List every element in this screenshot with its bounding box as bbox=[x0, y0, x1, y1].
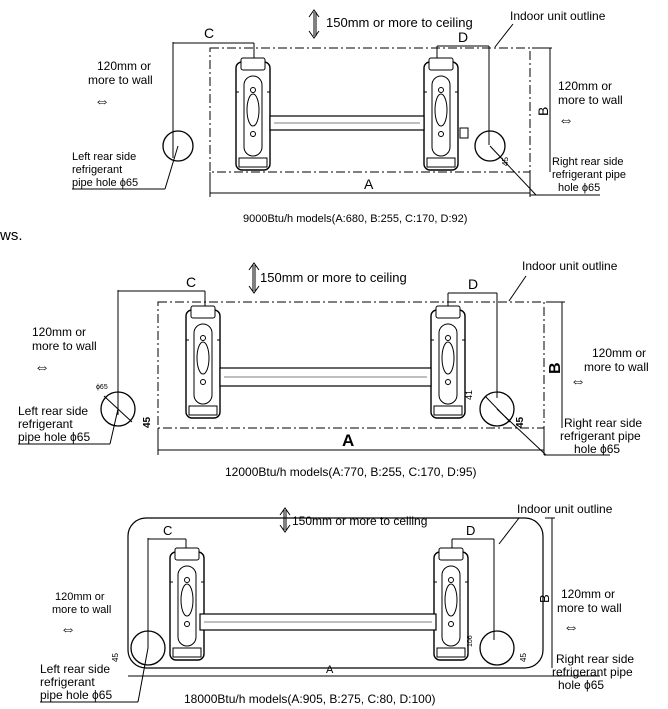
ceiling-arrow-icon bbox=[308, 9, 320, 39]
diagram-12000: 150mm or more to ceiling Indoor unit out… bbox=[18, 259, 649, 479]
ceiling-label: 150mm or more to ceiling bbox=[326, 15, 473, 30]
ceiling-arrow-icon bbox=[248, 262, 260, 294]
caption-9000: 9000Btu/h models(A:680, B:255, C:170, D:… bbox=[243, 213, 467, 225]
ceiling-label: 150mm or more to ceiling bbox=[292, 514, 427, 528]
diagram-18000: 150mm or more to ceiling Indoor unit out… bbox=[40, 502, 634, 706]
dim-45-right-label: 45 bbox=[515, 416, 526, 428]
right-pipe-hole bbox=[479, 391, 515, 427]
dimension-c-label: C bbox=[186, 274, 196, 290]
outline-label: Indoor unit outline bbox=[522, 259, 618, 273]
diagram-9000: 150mm or more to ceiling Indoor unit out… bbox=[72, 9, 626, 225]
dimension-a-label: A bbox=[342, 431, 354, 450]
left-hole-line3: pipe hole ϕ65 bbox=[40, 688, 112, 702]
dim-45-right-label: 45 bbox=[519, 653, 528, 662]
wall-right-line2: more to wall bbox=[558, 93, 623, 107]
wall-left-line2: more to wall bbox=[52, 604, 111, 616]
dimension-b-label: B bbox=[535, 107, 551, 116]
indoor-unit-outline-box bbox=[127, 517, 544, 669]
double-arrow-right-icon: ⇔ bbox=[570, 373, 586, 390]
left-hole-line2: refrigerant bbox=[18, 417, 73, 431]
left-hole-line1: Left rear side bbox=[18, 404, 88, 418]
right-hole-line3: hole ϕ65 bbox=[558, 678, 604, 692]
dimension-c-label: C bbox=[163, 523, 172, 538]
dim-45-label: 45 bbox=[142, 416, 153, 428]
right-hole-line1: Right rear side bbox=[552, 156, 624, 168]
wall-right-line1: 120mm or bbox=[561, 587, 615, 601]
right-hole-line2: refrigerant pipe bbox=[552, 665, 633, 679]
ceiling-label: 150mm or more to ceiling bbox=[260, 270, 407, 285]
right-hole-line2: refrigerant pipe bbox=[552, 169, 626, 181]
left-hole-line3: pipe hole ϕ65 bbox=[72, 177, 138, 189]
right-hole-line1: Right rear side bbox=[564, 416, 642, 430]
caption-12000: 12000Btu/h models(A:770, B:255, C:170, D… bbox=[225, 465, 477, 479]
left-pipe-hole bbox=[130, 630, 166, 666]
left-hole-line1: Left rear side bbox=[72, 151, 136, 163]
dim-41-label: 41 bbox=[464, 390, 474, 400]
outline-label: Indoor unit outline bbox=[510, 9, 606, 23]
phi-small-label: ϕ65 bbox=[96, 384, 108, 391]
outline-label: Indoor unit outline bbox=[517, 502, 613, 516]
right-pipe-hole bbox=[479, 630, 515, 666]
right-hole-line3: hole ϕ65 bbox=[574, 442, 620, 456]
right-pipe-hole bbox=[474, 130, 506, 162]
dim-45-label: 45 bbox=[111, 653, 120, 662]
caption-18000: 18000Btu/h models(A:905, B:275, C:80, D:… bbox=[184, 692, 436, 706]
indoor-unit-outline-box bbox=[157, 301, 545, 429]
ceiling-arrow-icon bbox=[279, 507, 291, 533]
wall-left-line1: 120mm or bbox=[32, 325, 86, 339]
double-arrow-left-icon: ⇔ bbox=[60, 621, 76, 638]
left-pipe-hole bbox=[162, 130, 194, 162]
dimension-b-label: B bbox=[537, 594, 552, 603]
dimension-c-label: C bbox=[204, 25, 214, 41]
dimension-a-label: A bbox=[364, 176, 374, 192]
wall-right-line2: more to wall bbox=[584, 360, 649, 374]
left-hole-line2: refrigerant bbox=[40, 675, 95, 689]
dimension-d-label: D bbox=[468, 276, 478, 292]
left-hole-line3: pipe hole ϕ65 bbox=[18, 430, 90, 444]
wall-right-line2: more to wall bbox=[557, 601, 622, 615]
dimension-d-label: D bbox=[458, 29, 468, 45]
indoor-unit-outline-box bbox=[209, 47, 531, 173]
wall-left-line2: more to wall bbox=[88, 73, 153, 87]
dimension-a-label: A bbox=[326, 664, 334, 676]
double-arrow-right-icon: ⇔ bbox=[563, 619, 579, 636]
wall-left-line1: 120mm or bbox=[55, 591, 105, 603]
double-arrow-left-icon: ⇔ bbox=[94, 93, 110, 110]
wall-right-line1: 120mm or bbox=[558, 79, 612, 93]
double-arrow-right-icon: ⇔ bbox=[558, 112, 574, 129]
right-hole-line3: hole ϕ65 bbox=[558, 182, 600, 194]
left-pipe-hole bbox=[100, 391, 136, 427]
dim-45-label: 45 bbox=[501, 157, 510, 166]
left-hole-line1: Left rear side bbox=[40, 662, 110, 676]
right-hole-line1: Right rear side bbox=[556, 652, 634, 666]
dimension-d-label: D bbox=[466, 523, 475, 538]
wall-left-line1: 120mm or bbox=[97, 59, 151, 73]
right-hole-line2: refrigerant pipe bbox=[560, 429, 641, 443]
left-hole-line2: refrigerant bbox=[72, 164, 122, 176]
wall-right-line1: 120mm or bbox=[592, 346, 646, 360]
dim-106-label: 106 bbox=[467, 635, 474, 647]
wall-left-line2: more to wall bbox=[32, 339, 97, 353]
double-arrow-left-icon: ⇔ bbox=[34, 359, 50, 376]
dimension-b-label: B bbox=[547, 362, 564, 374]
page-fragment-text: ws. bbox=[0, 227, 23, 244]
